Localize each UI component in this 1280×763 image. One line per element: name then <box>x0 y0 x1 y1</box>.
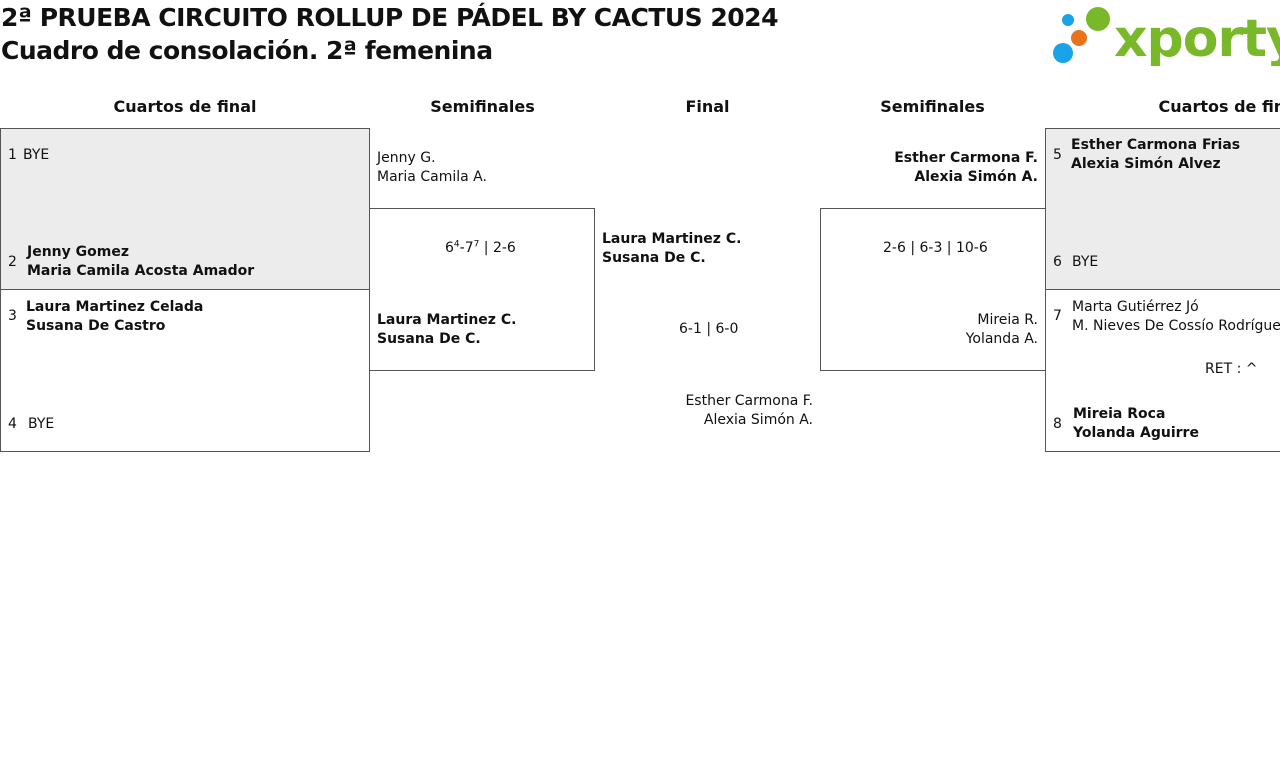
player-name: Mireia R. <box>977 312 1038 328</box>
player-name: Marta Gutiérrez Jó <box>1072 299 1199 315</box>
player-name: Maria Camila Acosta Amador <box>27 263 255 279</box>
match-box-qf-1 <box>0 128 370 290</box>
round-header-sf-right: Semifinales <box>880 97 985 116</box>
logo-dot-blue-small <box>1062 14 1074 26</box>
player-name: Maria Camila A. <box>377 169 487 185</box>
page-title: 2ª PRUEBA CIRCUITO ROLLUP DE PÁDEL BY CA… <box>1 3 778 32</box>
seed-number: 6 <box>1053 254 1062 270</box>
seed-number: 4 <box>8 416 17 432</box>
match-score: 2-6 | 6-3 | 10-6 <box>883 240 988 256</box>
player-name: Alexia Simón A. <box>914 169 1038 185</box>
player-name: Yolanda A. <box>965 331 1038 347</box>
match-box-qf-4 <box>1045 289 1280 452</box>
player-name: BYE <box>23 147 50 163</box>
player-name: Alexia Simón Alvez <box>1071 156 1221 172</box>
retirement-note: RET : ^ <box>1205 361 1258 377</box>
match-box-qf-3 <box>1045 128 1280 290</box>
player-name: Esther Carmona F. <box>894 150 1038 166</box>
player-name: Laura Martinez C. <box>377 312 517 328</box>
round-header-qf-left: Cuartos de final <box>113 97 257 116</box>
match-score: 6-1 | 6-0 <box>679 321 739 337</box>
logo-text: xporty <box>1114 9 1280 66</box>
player-name: Susana De Castro <box>26 318 166 334</box>
match-score: 64-77 | 2-6 <box>445 239 516 256</box>
logo-dot-orange <box>1071 30 1087 46</box>
page-subtitle: Cuadro de consolación. 2ª femenina <box>1 36 493 65</box>
seed-number: 5 <box>1053 147 1062 163</box>
player-name: BYE <box>1072 254 1099 270</box>
seed-number: 3 <box>8 308 17 324</box>
seed-number: 2 <box>8 254 17 270</box>
player-name: Jenny G. <box>377 150 436 166</box>
player-name: Laura Martinez Celada <box>26 299 204 315</box>
player-name: Mireia Roca <box>1073 406 1166 422</box>
round-header-sf-left: Semifinales <box>430 97 535 116</box>
xporty-logo[interactable]: xporty <box>1050 4 1280 69</box>
player-name: Alexia Simón A. <box>703 412 813 428</box>
player-name: Susana De C. <box>377 331 481 347</box>
player-name: Jenny Gomez <box>27 244 129 260</box>
seed-number: 1 <box>8 147 17 163</box>
logo-dot-blue-large <box>1053 43 1073 63</box>
logo-dot-green <box>1086 7 1110 31</box>
player-name: Laura Martinez C. <box>602 231 742 247</box>
round-header-qf-right: Cuartos de final <box>1158 97 1280 116</box>
round-header-final: Final <box>685 97 730 116</box>
player-name: Esther Carmona F. <box>685 393 813 409</box>
player-name: Yolanda Aguirre <box>1073 425 1199 441</box>
seed-number: 8 <box>1053 416 1062 432</box>
seed-number: 7 <box>1053 308 1062 324</box>
player-name: M. Nieves De Cossío Rodríguez <box>1072 318 1280 334</box>
match-box-sf-left <box>369 208 595 371</box>
player-name: BYE <box>28 416 55 432</box>
player-name: Susana De C. <box>602 250 706 266</box>
player-name: Esther Carmona Frias <box>1071 137 1241 153</box>
